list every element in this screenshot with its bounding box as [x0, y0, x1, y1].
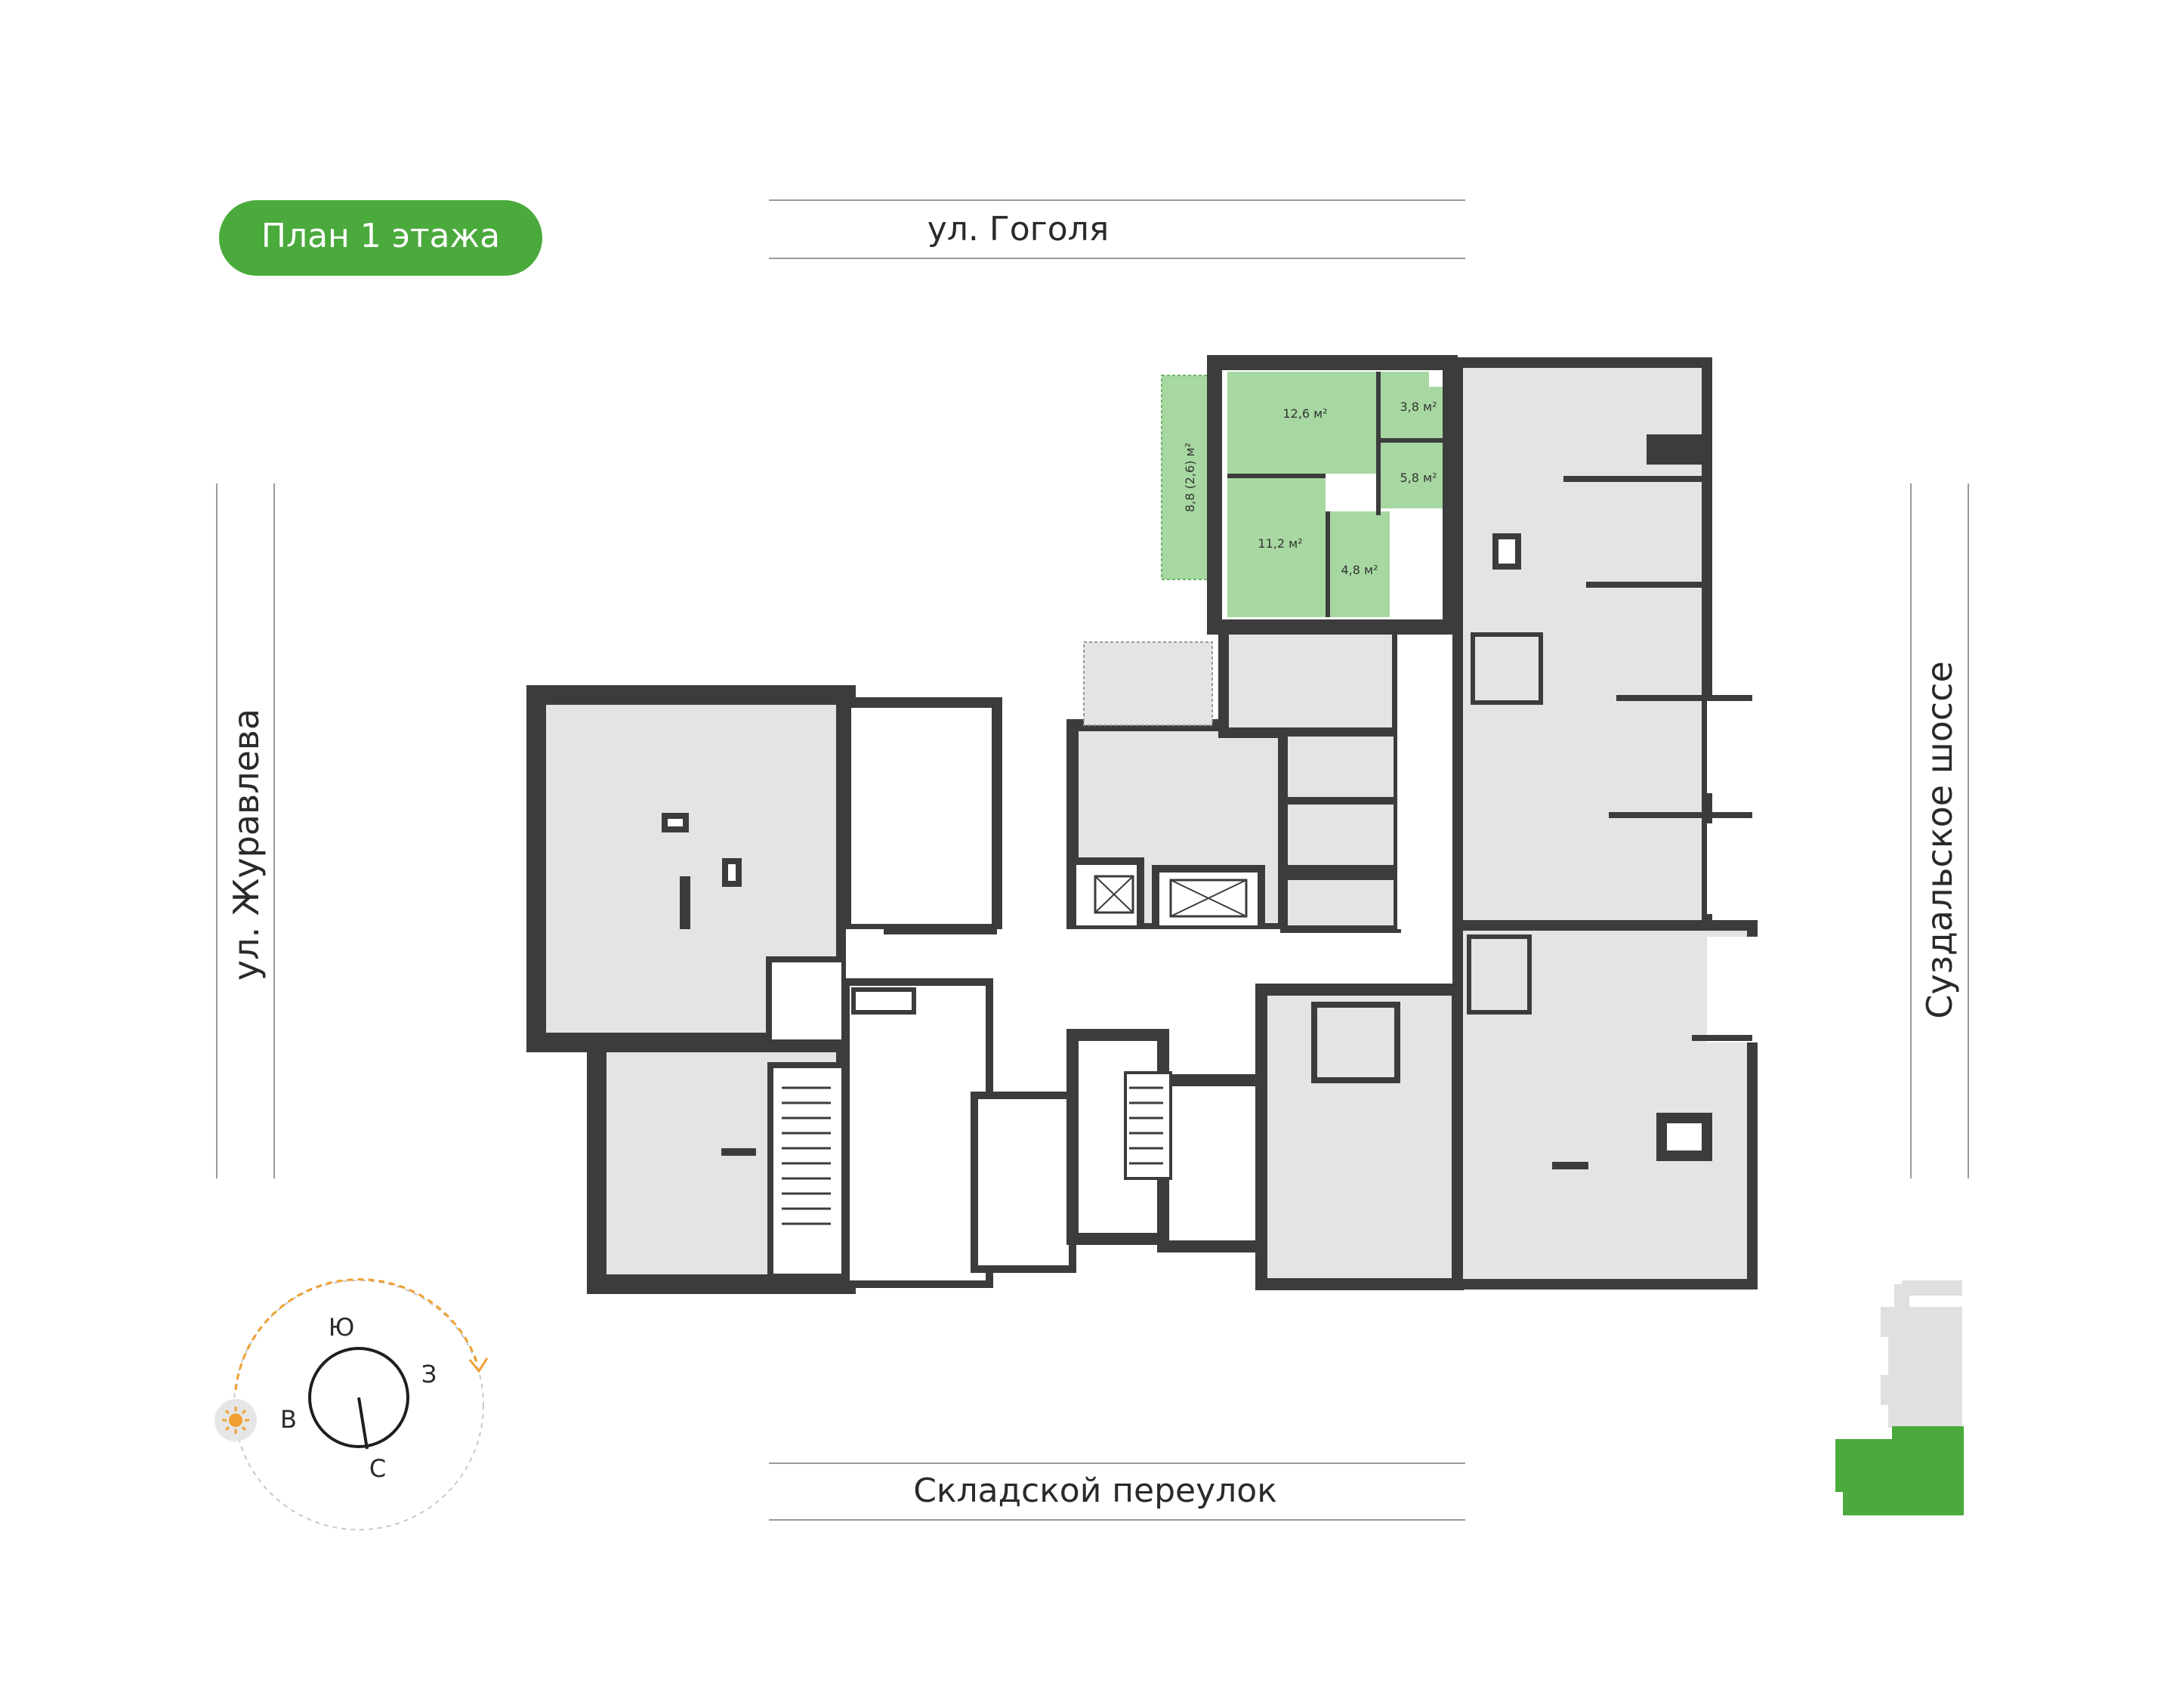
locator-map [1835, 1280, 1964, 1515]
compass-south: Ю [329, 1313, 355, 1342]
room-5 [1329, 511, 1390, 617]
locator-highlight [1835, 1426, 1964, 1515]
floor-badge[interactable]: План 1 этажа [219, 200, 542, 276]
room-1-area: 12,6 м² [1282, 406, 1327, 421]
street-east: Суздальское шоссе [1910, 483, 1969, 1178]
room-1 [1227, 372, 1380, 474]
room-3-area: 5,8 м² [1400, 471, 1437, 485]
compass: Ю З В С [215, 1278, 489, 1530]
sun-icon [215, 1399, 257, 1441]
building-center-right [1218, 529, 1464, 1290]
floor-badge-bg [219, 200, 542, 276]
room-3 [1380, 442, 1443, 508]
compass-east: В [280, 1405, 297, 1434]
compass-west: З [421, 1360, 437, 1388]
building-center [841, 641, 1412, 1288]
room-2-area: 3,8 м² [1400, 400, 1437, 414]
street-south: Складской переулок [769, 1462, 1465, 1521]
compass-north: С [369, 1454, 386, 1483]
room-4 [1227, 477, 1326, 617]
street-north: ул. Гоголя [769, 199, 1465, 259]
building-west-wing [526, 685, 856, 1294]
balcony [1161, 375, 1215, 580]
room-5-area: 4,8 м² [1341, 563, 1378, 577]
apartment-highlight[interactable]: 12,6 м² 3,8 м² 5,8 м² 11,2 м² 4,8 м² 8,8… [1161, 355, 1458, 635]
street-north-label: ул. Гоголя [928, 210, 1110, 249]
street-west: ул. Журавлева [216, 483, 275, 1178]
floor-badge-label: План 1 этажа [261, 217, 500, 255]
balcony-area: 8,8 (2,6) м² [1183, 443, 1197, 512]
street-east-label: Суздальское шоссе [1919, 661, 1960, 1019]
street-west-label: ул. Журавлева [226, 709, 267, 981]
room-4-area: 11,2 м² [1258, 536, 1302, 551]
street-south-label: Складской переулок [913, 1472, 1277, 1510]
building-east-wing [1452, 357, 1760, 1289]
